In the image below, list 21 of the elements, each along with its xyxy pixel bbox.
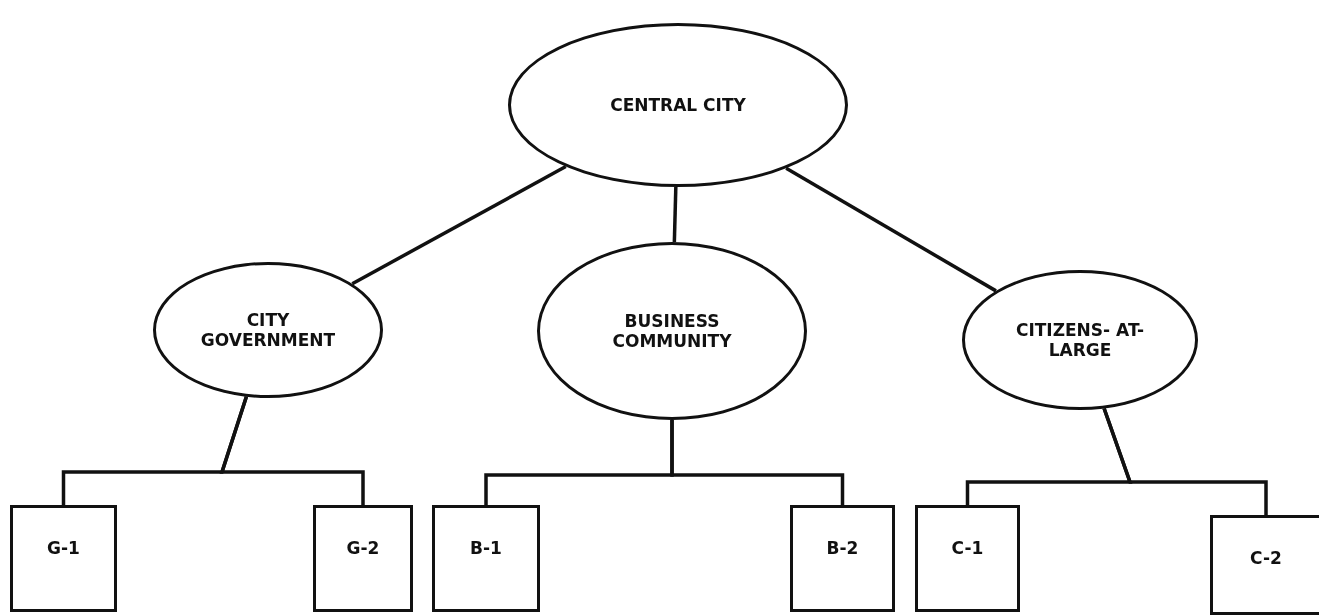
node-label: G-1 xyxy=(47,538,80,559)
node-label: BUSINESS COMMUNITY xyxy=(611,310,733,352)
connector-line xyxy=(351,165,567,286)
connector-line xyxy=(219,396,365,505)
square-node xyxy=(313,505,413,612)
node-label: B-2 xyxy=(826,538,859,559)
square-node xyxy=(1210,515,1319,615)
node-label: C-1 xyxy=(951,538,984,559)
node-label: CENTRAL CITY xyxy=(610,94,746,116)
node-label: B-1 xyxy=(470,538,502,559)
square-node xyxy=(432,505,540,612)
node-label: CITIZENS- AT-LARGE xyxy=(1014,319,1146,361)
node-label: C-2 xyxy=(1250,548,1282,569)
node-label: CITY GOVERNMENT xyxy=(199,309,337,351)
connector-line xyxy=(785,166,997,293)
square-node xyxy=(915,505,1020,612)
connector-line xyxy=(670,420,845,505)
node-label: G-2 xyxy=(346,538,380,559)
square-node xyxy=(10,505,117,612)
connector-line xyxy=(672,186,678,243)
square-node xyxy=(790,505,895,612)
